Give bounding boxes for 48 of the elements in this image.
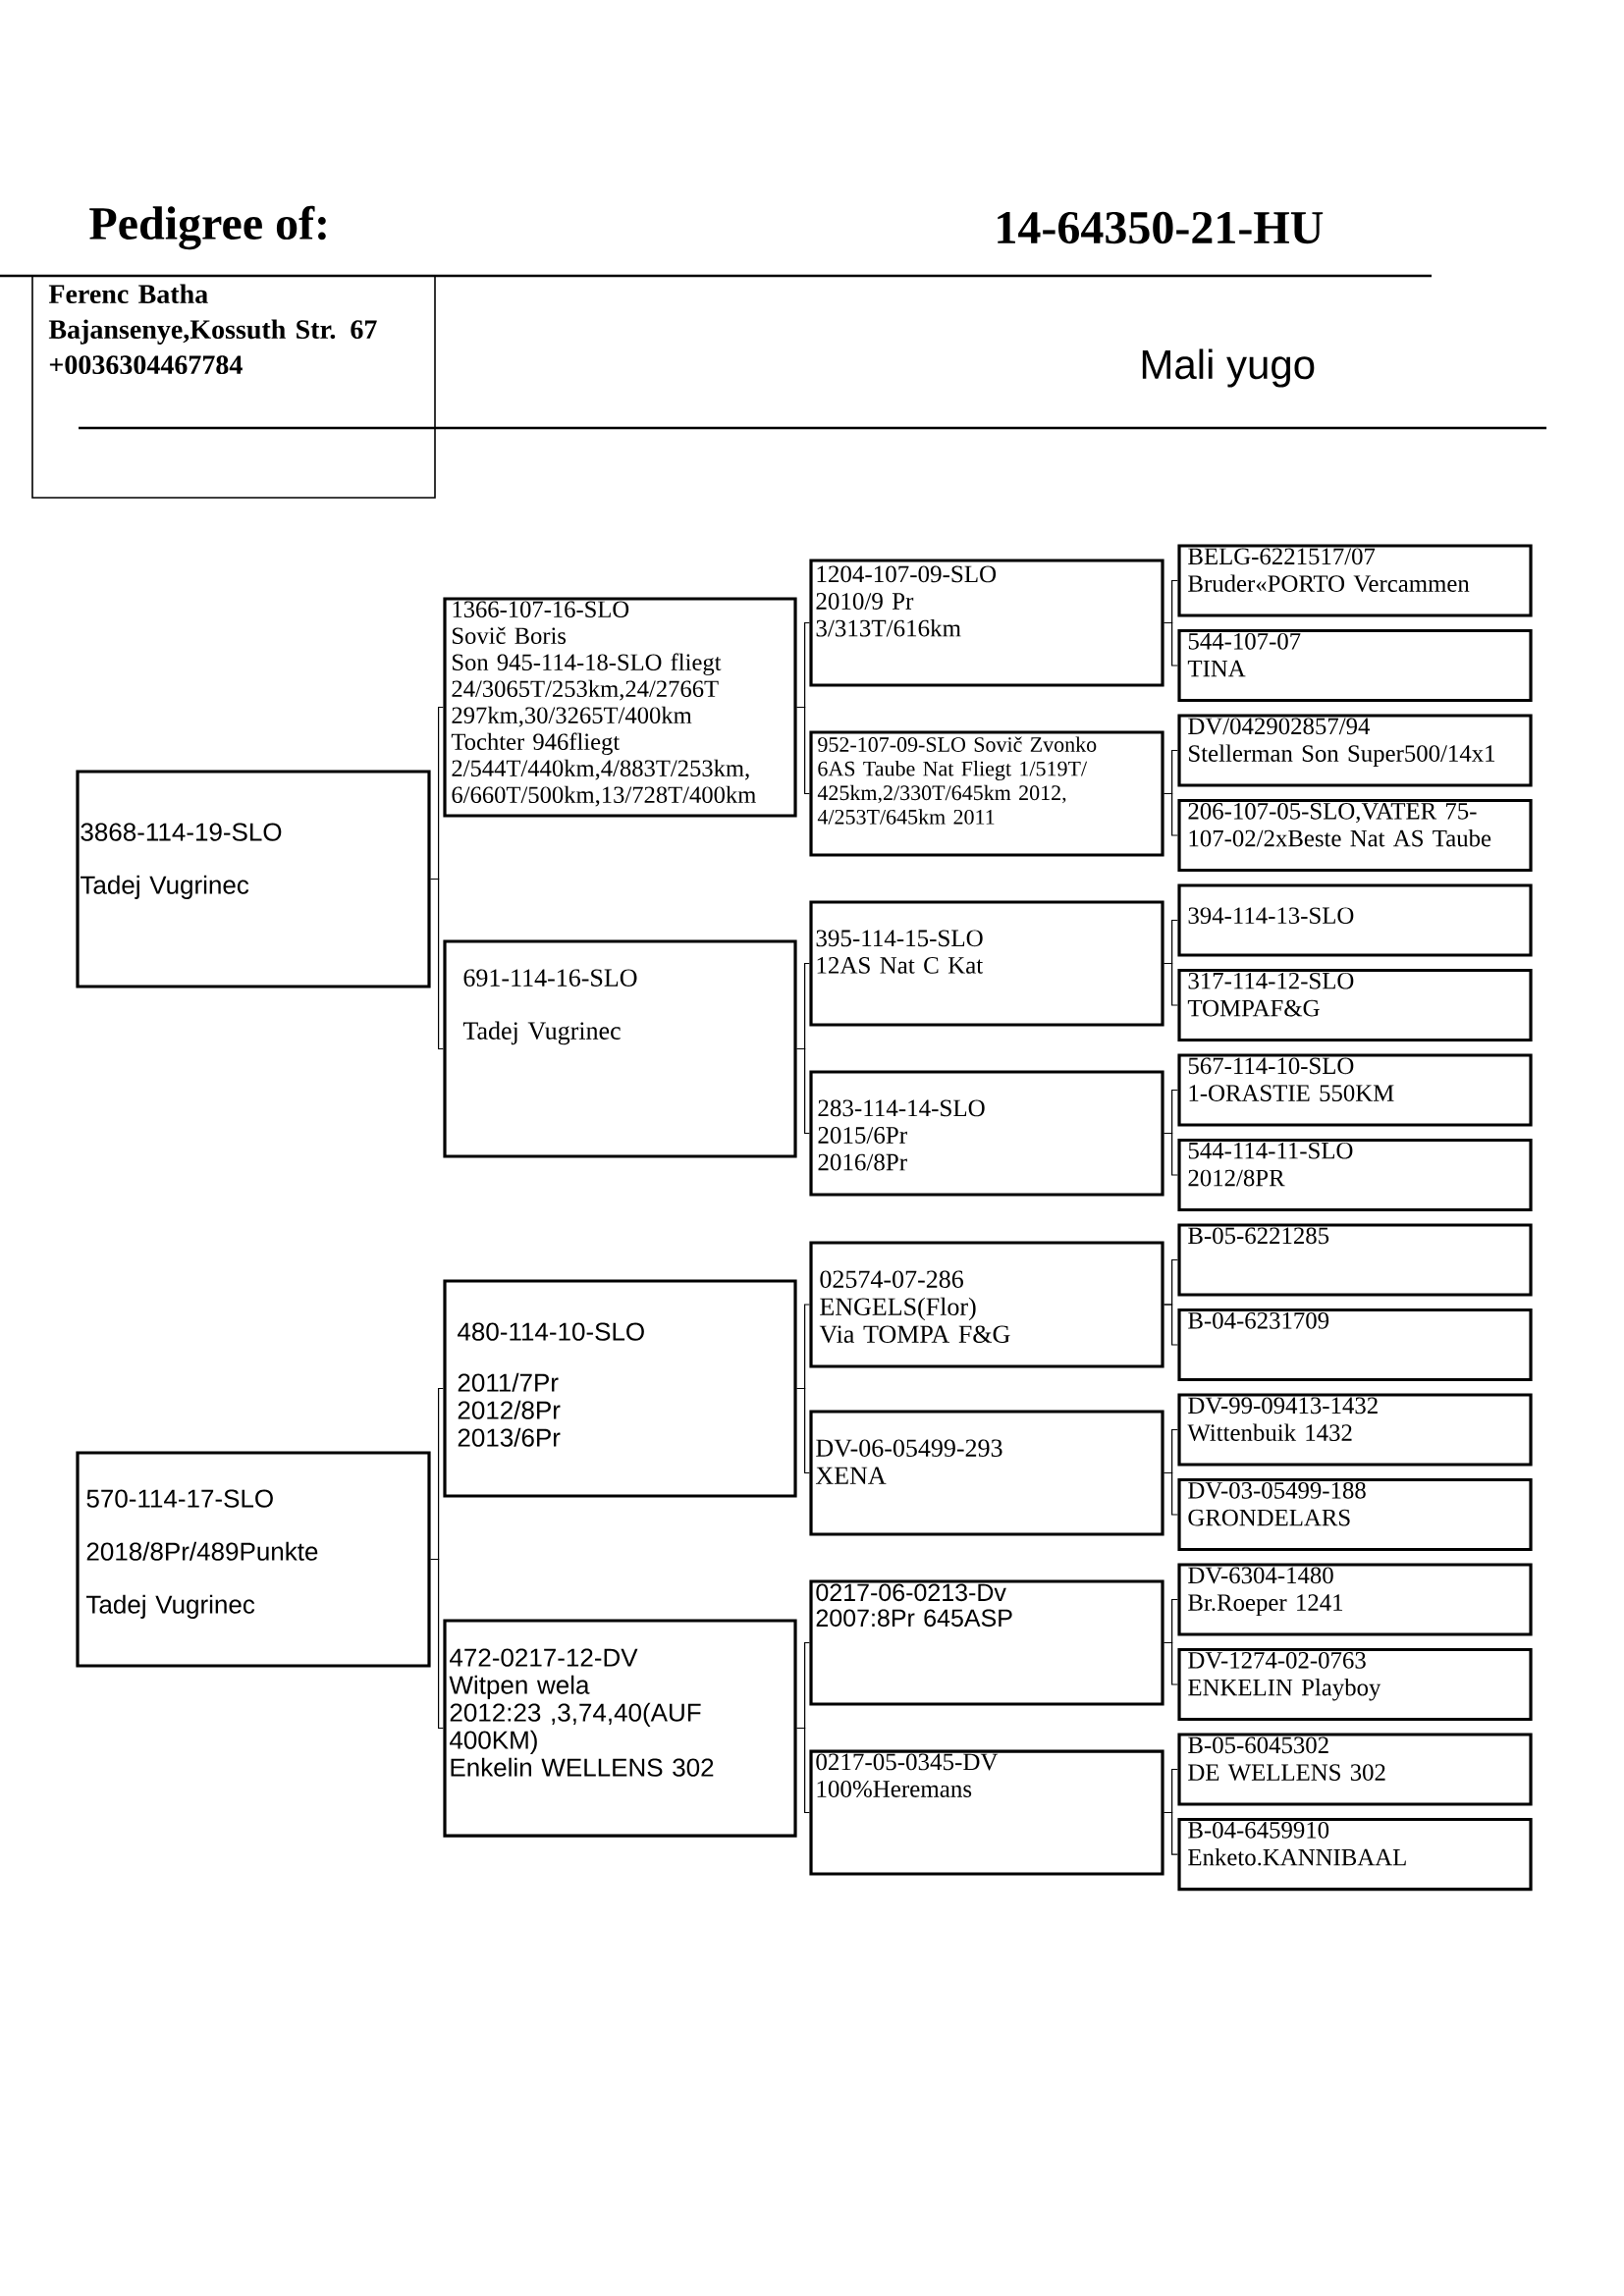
pedigree-box: B-05-6045302 DE WELLENS 302: [1177, 1733, 1533, 1806]
pedigree-box: B-05-6221285: [1177, 1223, 1533, 1297]
bracket-line: [796, 1727, 810, 1814]
bracket-line: [796, 706, 810, 795]
pedigree-box: DV-06-05499-293 XENA: [809, 1410, 1164, 1536]
bracket-line: [796, 1387, 810, 1474]
pedigree-box: 480-114-10-SLO 2011/7Pr 2012/8Pr 2013/6Pr: [443, 1279, 797, 1498]
pedigree-box: 544-107-07 TINA: [1177, 628, 1533, 703]
pedigree-box: 952-107-09-SLO Sovič Zvonko 6AS Taube Nat Fliegt 1/519T/ 425km,2/330T/645km 2012, 4/253T/645km 2011: [809, 730, 1164, 857]
pigeon-name: Mali yugo: [1142, 348, 1315, 388]
bracket-line: [430, 1558, 444, 1730]
bracket-line: [1164, 1132, 1178, 1176]
pedigree-box: 472-0217-12-DV Witpen wela 2012:23 ,3,74,40(AUF 400KM) Enkelin WELLENS 302: [443, 1619, 797, 1838]
pedigree-box: 567-114-10-SLO 1-ORASTIE 550KM: [1177, 1053, 1533, 1127]
pedigree-box: DV-99-09413-1432 Wittenbuik 1432: [1177, 1393, 1533, 1467]
pedigree-box: 0217-05-0345-DV 100%Heremans: [809, 1749, 1164, 1876]
pedigree-box: 570-114-17-SLO 2018/8Pr/489Punkte Tadej Vugrinec: [76, 1451, 431, 1668]
title: Pedigree of:: [89, 205, 326, 250]
bracket-line: [430, 878, 444, 1050]
pedigree-box: 0217-06-0213-Dv 2007:8Pr 645ASP: [809, 1579, 1164, 1706]
pedigree-box: 02574-07-286 ENGELS(Flor) Via TOMPA F&G: [809, 1241, 1164, 1368]
pedigree-box: DV-03-05499-188 GRONDELARS: [1177, 1477, 1533, 1552]
pedigree-box: 394-114-13-SLO: [1177, 883, 1533, 957]
ring-number: 14-64350-21-HU: [998, 211, 1324, 244]
bracket-line: [1164, 962, 1178, 1006]
pedigree-box: 691-114-16-SLO Tadej Vugrinec: [443, 939, 797, 1158]
pedigree-box: DV/042902857/94 Stellerman Son Super500/14x1: [1177, 714, 1533, 787]
pedigree-box: BELG-6221517/07 Bruder«PORTO Vercammen: [1177, 544, 1533, 617]
bracket-line: [1164, 1641, 1178, 1685]
pedigree-box: B-04-6459910 Enketo.KANNIBAAL: [1177, 1817, 1533, 1892]
bracket-line: [1164, 621, 1178, 667]
pedigree-box: DV-6304-1480 Br.Roeper 1241: [1177, 1563, 1533, 1636]
pedigree-box: 283-114-14-SLO 2015/6Pr 2016/8Pr: [809, 1070, 1164, 1197]
bracket-line: [1164, 792, 1178, 836]
owner-box: Ferenc Batha Bajansenye,Kossuth Str. 67 +0036304467784: [31, 275, 436, 499]
pedigree-box: 317-114-12-SLO TOMPAF&G: [1177, 968, 1533, 1042]
bracket-line: [1164, 1811, 1178, 1855]
pedigree-box: 1366-107-16-SLO Sovič Boris Son 945-114-18-SLO fliegt 24/3065T/253km,24/2766T 297km,30/3265T/400km Tochter 946fliegt 2/544T/440km,4/883T/253km, 6/660T/500km,13/728T/400km: [443, 597, 797, 818]
pedigree-box: DV-1274-02-0763 ENKELIN Playboy: [1177, 1647, 1533, 1722]
bracket-line: [796, 1047, 810, 1135]
pedigree-box: 544-114-11-SLO 2012/8PR: [1177, 1138, 1533, 1212]
pedigree-box: 1204-107-09-SLO 2010/9 Pr 3/313T/616km: [809, 559, 1164, 687]
pedigree-box: 206-107-05-SLO,VATER 75- 107-02/2xBeste Nat AS Taube: [1177, 798, 1533, 873]
bracket-line: [1164, 1304, 1178, 1346]
pedigree-box: 395-114-15-SLO 12AS Nat C Kat: [809, 900, 1164, 1027]
pedigree-box: 3868-114-19-SLO Tadej Vugrinec: [76, 770, 431, 988]
pedigree-box: B-04-6231709: [1177, 1308, 1533, 1382]
bracket-line: [1164, 1471, 1178, 1516]
